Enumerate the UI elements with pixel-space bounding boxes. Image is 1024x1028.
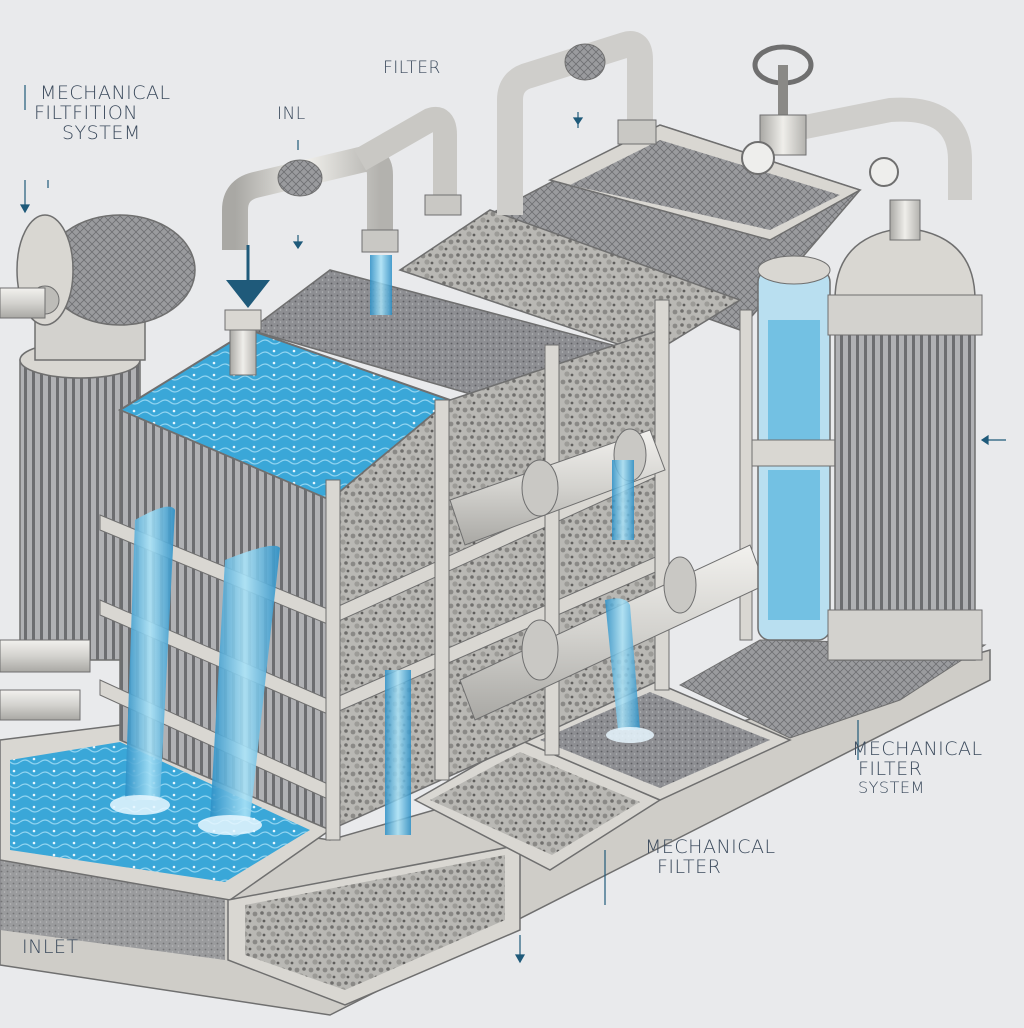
label-filter-top: FILTER xyxy=(383,58,441,78)
label-line: FILTER xyxy=(858,757,923,780)
label-line: SYSTEM xyxy=(62,121,141,144)
flow-arrows xyxy=(19,85,1006,964)
label-line: FILTER xyxy=(657,855,722,878)
label-mechanical-filter: MECHANICAL FILTER xyxy=(645,836,776,878)
label-inlet: INLET xyxy=(22,936,79,958)
media-bed-right xyxy=(678,639,987,739)
left-pipe xyxy=(0,287,91,721)
gravel-tray-front xyxy=(227,844,521,1006)
waterfalls xyxy=(110,255,654,835)
label-inl: INL xyxy=(277,104,306,124)
clear-column-filter xyxy=(751,255,837,641)
label-line: SYSTEM xyxy=(858,777,925,797)
label-mechanical-filter-system: MECHANICAL FILTER SYSTEM xyxy=(852,738,983,797)
valve-wheel xyxy=(741,44,899,187)
tall-cartridge-filter xyxy=(827,199,983,661)
label-line: FILTFITION xyxy=(34,101,139,124)
label-line: MECHANICAL xyxy=(645,836,776,858)
label-line: MECHANICAL xyxy=(852,738,983,760)
top-pipes xyxy=(222,31,972,376)
label-line: MECHANICAL xyxy=(40,82,171,104)
label-mechanical-filtfition-system: MECHANICAL FILTFITION SYSTEM xyxy=(34,82,171,144)
